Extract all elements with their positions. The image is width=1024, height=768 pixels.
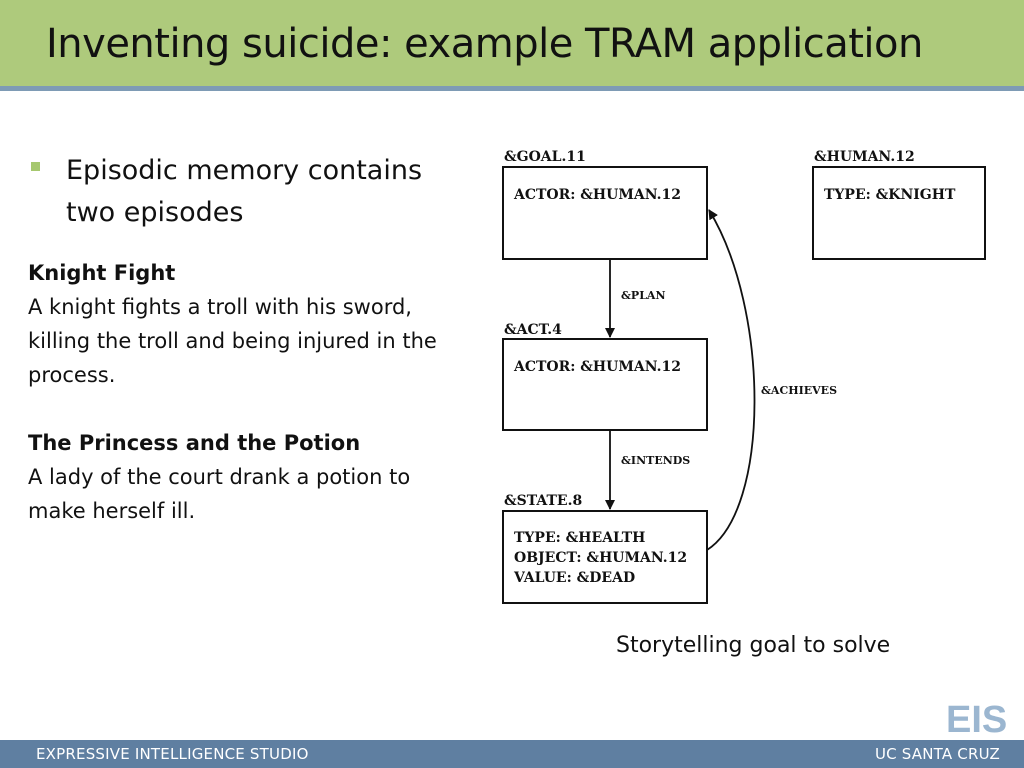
state-slot-object: OBJECT: &HUMAN.12 <box>514 550 687 566</box>
edge-label-achieves: &ACHIEVES <box>761 384 837 397</box>
act-node: &ACT.4 ACTOR: &HUMAN.12 <box>502 322 708 431</box>
state-node: &STATE.8 TYPE: &HEALTH OBJECT: &HUMAN.12… <box>502 493 708 604</box>
title-divider <box>0 86 1024 91</box>
episode-list: Knight Fight A knight fights a troll wit… <box>28 256 468 528</box>
state-header: &STATE.8 <box>504 493 582 509</box>
episode-description: A lady of the court drank a potion to ma… <box>28 465 411 523</box>
episode-description: A knight fights a troll with his sword, … <box>28 295 437 387</box>
edge-label-intends: &INTENDS <box>621 454 690 467</box>
footer-right-text: UC SANTA CRUZ <box>874 745 1000 763</box>
bullet-square-icon <box>31 162 40 171</box>
episode-item: The Princess and the Potion A lady of th… <box>28 426 468 528</box>
svg-text:EIS: EIS <box>946 700 1007 736</box>
edge-plan: &PLAN <box>605 259 666 338</box>
title-bar: Inventing suicide: example TRAM applicat… <box>0 0 1024 86</box>
edge-label-plan: &PLAN <box>621 289 666 302</box>
edge-intends: &INTENDS <box>605 430 690 510</box>
footer-bar: EXPRESSIVE INTELLIGENCE STUDIO UC SANTA … <box>0 740 1024 768</box>
act-header: &ACT.4 <box>504 322 562 338</box>
eis-logo: EIS <box>946 700 1007 736</box>
goal-slot: ACTOR: &HUMAN.12 <box>513 187 681 203</box>
human-node: &HUMAN.12 TYPE: &KNIGHT <box>812 149 986 260</box>
state-slot-type: TYPE: &HEALTH <box>514 530 645 546</box>
bullet-text: Episodic memory contains two episodes <box>66 155 423 228</box>
goal-node: &GOAL.11 ACTOR: &HUMAN.12 <box>502 149 708 260</box>
human-header: &HUMAN.12 <box>814 149 915 165</box>
goal-header: &GOAL.11 <box>504 149 586 165</box>
human-slot: TYPE: &KNIGHT <box>824 187 956 203</box>
diagram-caption: Storytelling goal to solve <box>616 633 891 658</box>
episode-item: Knight Fight A knight fights a troll wit… <box>28 256 468 392</box>
episode-title: Knight Fight <box>28 261 176 285</box>
edge-achieves: &ACHIEVES <box>706 209 837 551</box>
footer-left-text: EXPRESSIVE INTELLIGENCE STUDIO <box>36 745 309 763</box>
state-slot-value: VALUE: &DEAD <box>513 570 635 586</box>
slide-title: Inventing suicide: example TRAM applicat… <box>46 21 923 67</box>
act-slot: ACTOR: &HUMAN.12 <box>513 359 681 375</box>
tram-diagram: &GOAL.11 ACTOR: &HUMAN.12 &HUMAN.12 TYPE… <box>502 149 986 604</box>
episode-title: The Princess and the Potion <box>28 431 361 455</box>
